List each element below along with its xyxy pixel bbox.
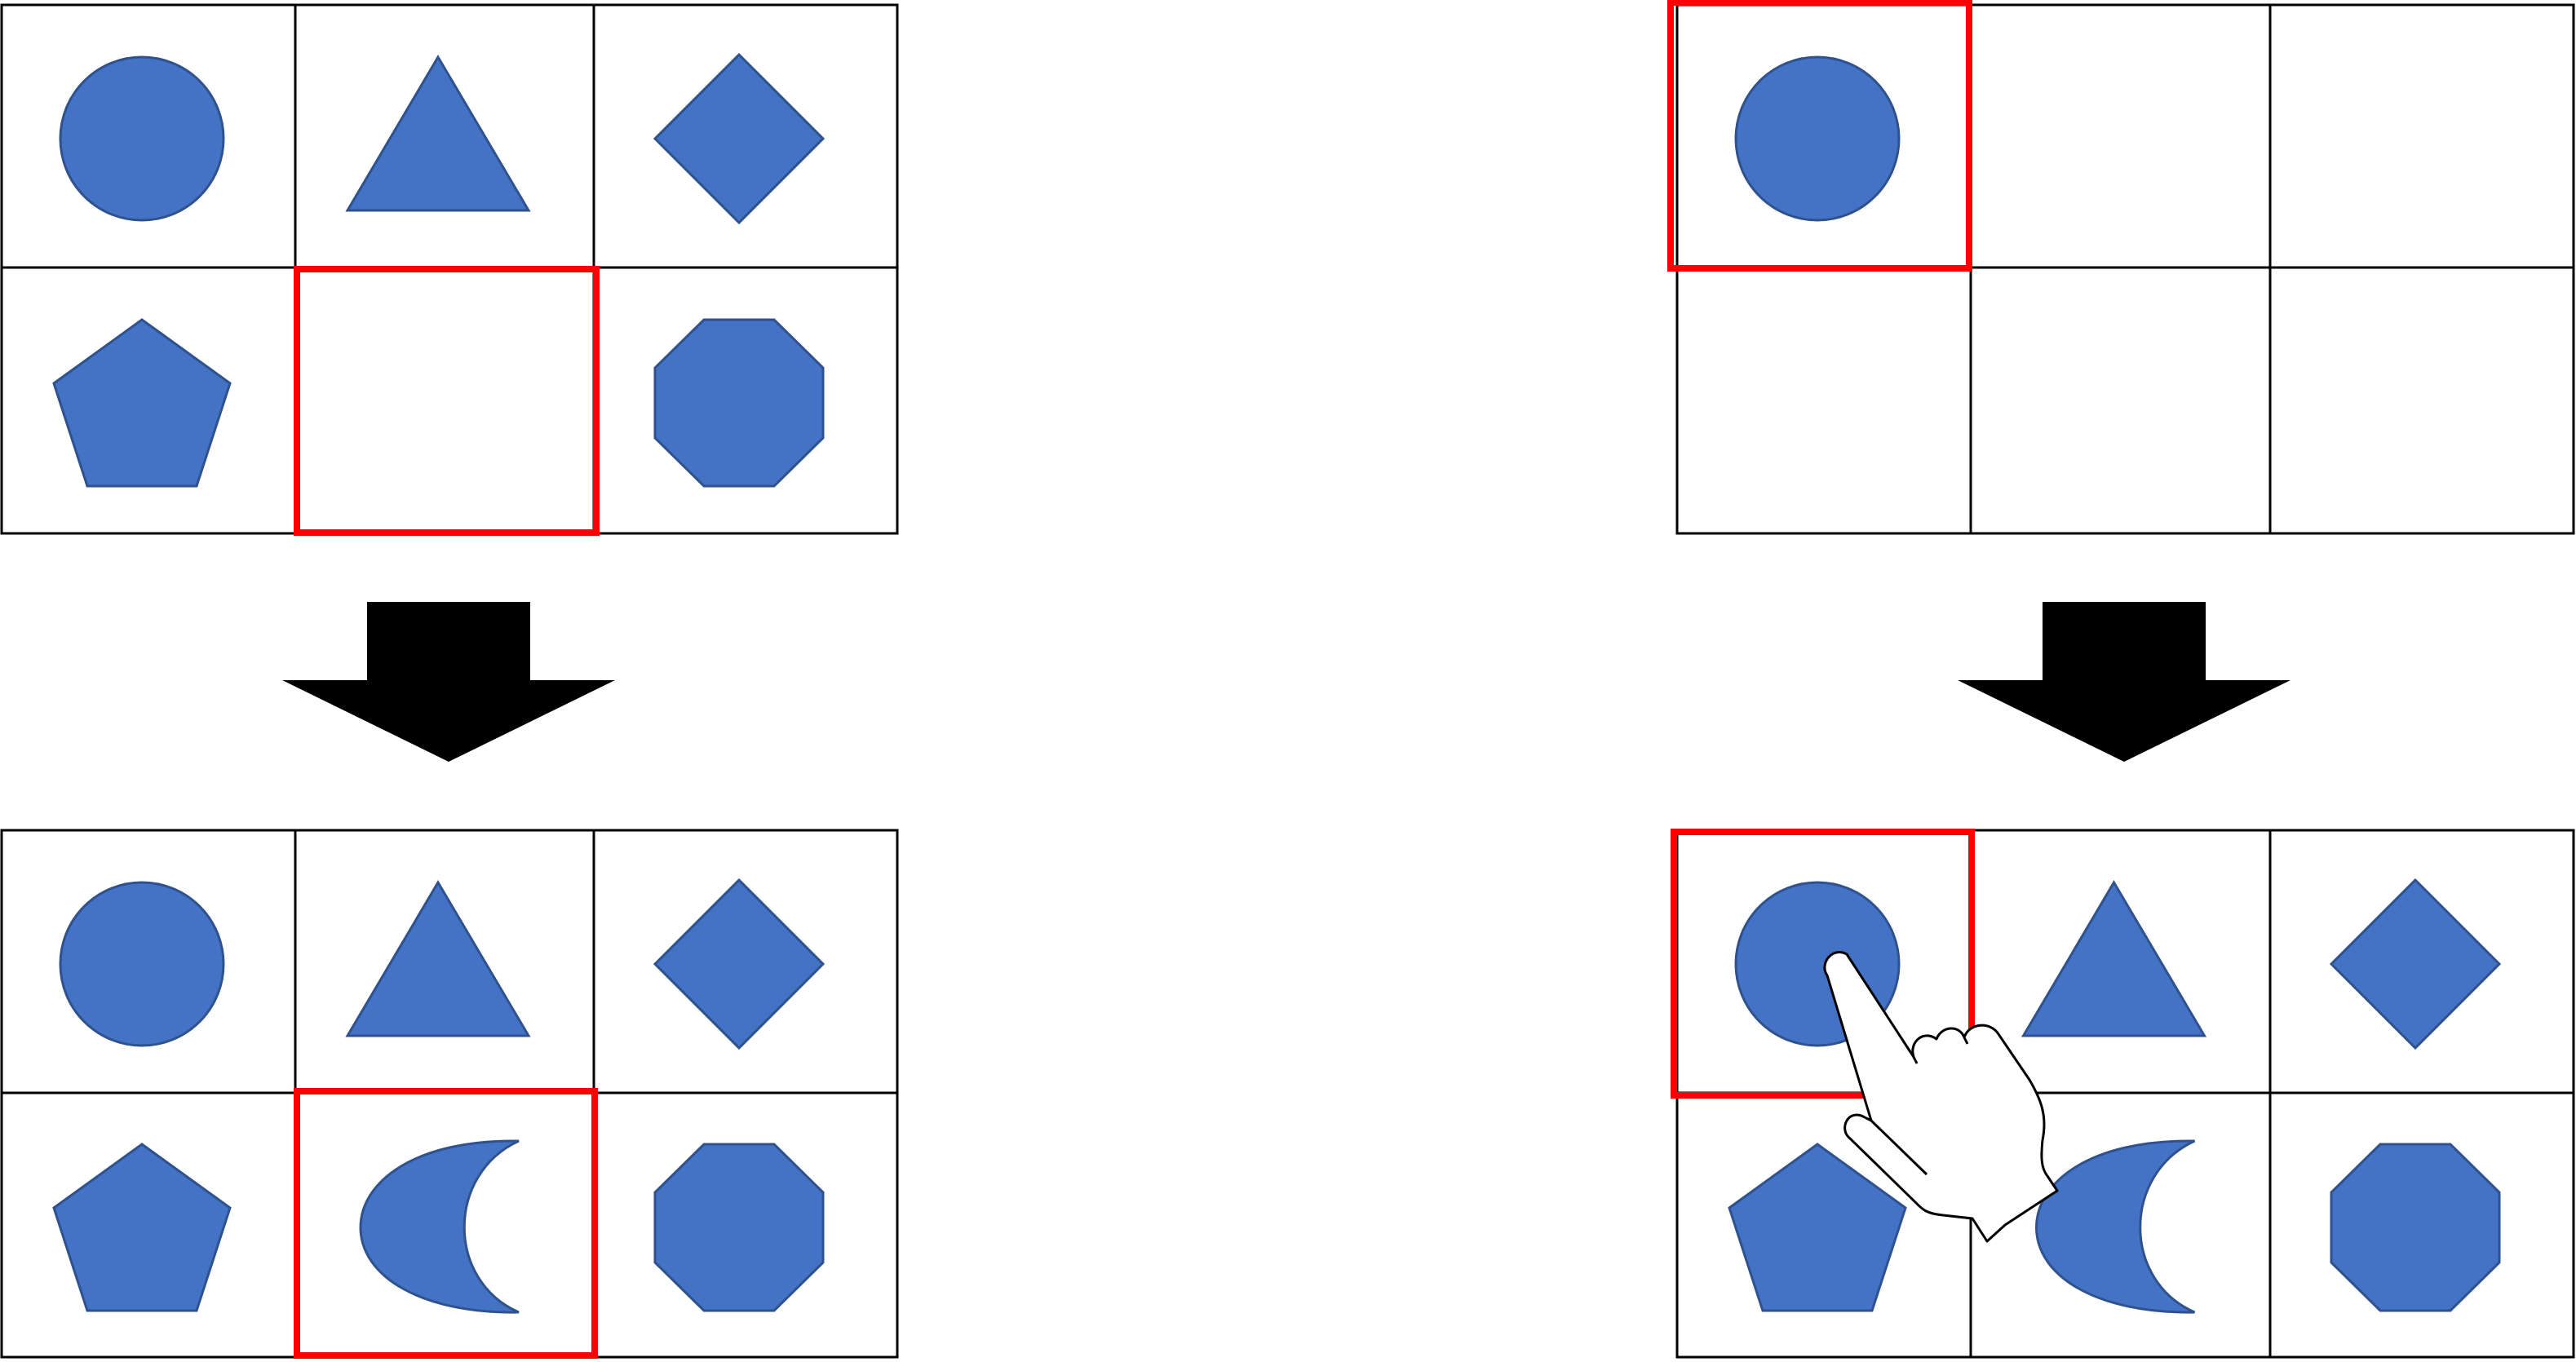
bottom-right-grid-panel: [1671, 829, 2575, 1359]
diamond-shape: [2329, 878, 2502, 1050]
circle-shape: [59, 881, 225, 1047]
grid-cell[interactable]: [1969, 266, 2272, 535]
grid-cell[interactable]: [1675, 266, 1972, 535]
diamond-shape: [653, 52, 825, 225]
pentagon-shape: [52, 1143, 232, 1312]
top-left-grid-panel: [0, 3, 899, 536]
circle-shape: [1734, 55, 1901, 222]
selected-cell-highlight: [294, 1088, 598, 1359]
crescent-moon-shape: [2034, 1139, 2196, 1314]
pentagon-shape: [1728, 1143, 1907, 1312]
diamond-shape: [653, 878, 825, 1050]
selected-cell-highlight: [1671, 829, 1975, 1099]
grid-cell[interactable]: [2268, 3, 2575, 269]
circle-shape: [59, 55, 225, 222]
grid-cell[interactable]: [1969, 3, 2272, 269]
triangle-shape: [2021, 880, 2207, 1037]
triangle-shape: [345, 55, 531, 212]
hand-pointer-icon: [1823, 951, 2059, 1243]
octagon-shape: [653, 1143, 825, 1312]
crescent-moon-shape: [359, 1139, 520, 1314]
selected-cell-highlight: [294, 266, 600, 536]
grid-cell[interactable]: [2268, 266, 2575, 535]
top-right-grid-panel: [1667, 0, 2575, 535]
grid-cell[interactable]: [2268, 1091, 2575, 1359]
octagon-shape: [2330, 1143, 2501, 1312]
pentagon-shape: [52, 318, 232, 488]
hand-outline: [1823, 951, 2059, 1243]
triangle-shape: [345, 880, 531, 1037]
down-arrow-icon: [1958, 602, 2291, 762]
grid-cell[interactable]: [294, 266, 595, 535]
octagon-shape: [653, 318, 825, 488]
down-arrow-icon: [282, 602, 615, 762]
bottom-left-grid-panel: [0, 829, 899, 1359]
selected-cell-highlight: [1667, 0, 1972, 272]
